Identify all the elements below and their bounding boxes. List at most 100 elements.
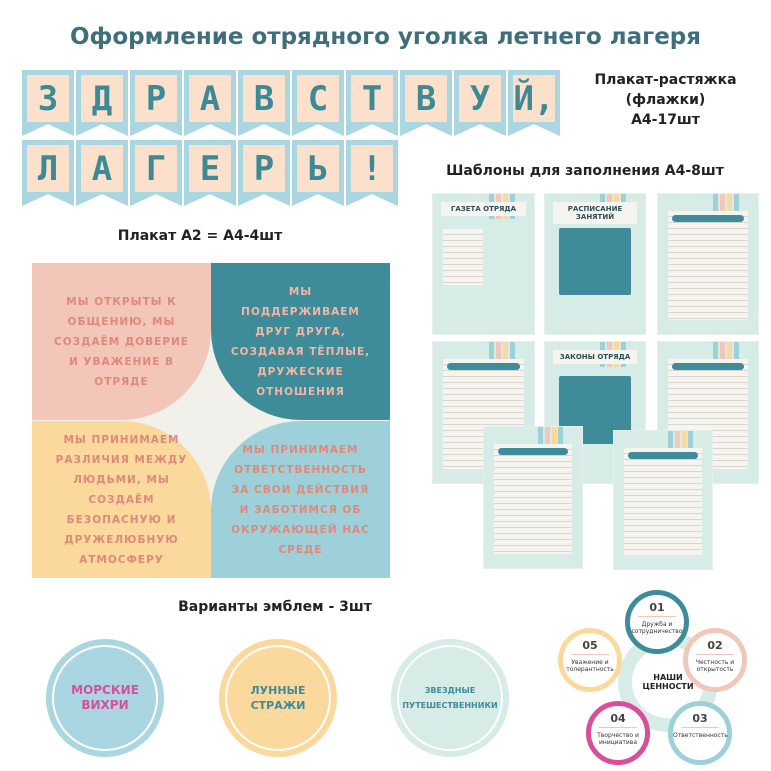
template-title: ЗАКОНЫ ОТРЯДА [553, 350, 637, 365]
banner-caption-line: Плакат-растяжка [594, 72, 737, 88]
emblems-caption: Варианты эмблем - 3шт [178, 599, 372, 615]
banner-letter: А [189, 75, 231, 122]
banner-flag: В [238, 70, 290, 136]
template-sheet [493, 443, 573, 554]
decor-stripe [734, 194, 739, 219]
banner-letter: З [27, 75, 69, 122]
template-thumbnail: ГАЗЕТА ОТРЯДА [432, 193, 535, 335]
template-header-bar [627, 451, 699, 459]
banner-flag: Й, [508, 70, 560, 136]
poster-quadrant: МЫ ПОДДЕРЖИВАЕМ ДРУГ ДРУГА, СОЗДАВАЯ ТЁП… [211, 263, 390, 420]
emblem: ЗВЕЗДНЫЕ ПУТЕШЕСТВЕННИКИ [391, 639, 509, 757]
template-thumbnail [483, 426, 583, 569]
emblem: ЛУННЫЕ СТРАЖИ [219, 639, 337, 757]
value-label: Уважение и толерантность [566, 659, 614, 673]
decor-stripe [681, 431, 687, 456]
banner-letter: Р [135, 75, 177, 122]
banner-flag: С [292, 70, 344, 136]
page-title: Оформление отрядного уголка летнего лаге… [69, 24, 702, 50]
decor-stripe [720, 342, 725, 367]
banner-flag: Л [22, 140, 74, 206]
banner-letter: Т [351, 75, 393, 122]
poster-quadrant: МЫ ОТКРЫТЫ К ОБЩЕНИЮ, МЫ СОЗДАЁМ ДОВЕРИЕ… [32, 263, 211, 420]
banner-letter: Л [27, 145, 69, 192]
poster-caption: Плакат А2 = А4-4шт [117, 228, 283, 244]
banner-caption-line: А4-17шт [631, 112, 700, 128]
decor-stripe [495, 342, 501, 367]
poster-quadrant: МЫ ПРИНИМАЕМ ОТВЕТСТВЕННОСТЬ ЗА СВОИ ДЕЙ… [211, 421, 390, 578]
banner-flag: В [400, 70, 452, 136]
decor-stripe [734, 342, 739, 367]
emblem: МОРСКИЕ ВИХРИ [46, 639, 164, 757]
value-number: 02 [696, 639, 734, 655]
banner-flag: Д [76, 70, 128, 136]
value-number: 01 [638, 601, 676, 617]
banner-caption: Плакат-растяжка (флажки) А4-17шт [578, 70, 753, 130]
decor-stripe [713, 194, 718, 219]
banner-letter: Г [135, 145, 177, 192]
template-sheet [443, 229, 484, 285]
template-thumbnail: РАСПИСАНИЕ ЗАНЯТИЙ [544, 193, 646, 335]
banner-letter: ! [351, 145, 393, 192]
decor-stripe [551, 427, 557, 452]
banner-letter: У [459, 75, 501, 122]
template-thumbnail [613, 430, 713, 570]
banner-letter: С [297, 75, 339, 122]
decor-stripe [558, 427, 564, 452]
banner-letter: А [81, 145, 123, 192]
banner-flag: ! [346, 140, 398, 206]
template-header-bar [672, 363, 744, 371]
decor-stripe [488, 342, 494, 367]
banner-letter: Д [81, 75, 123, 122]
banner-flag: Ь [292, 140, 344, 206]
value-label: Честность и открытость [695, 659, 735, 673]
decor-stripe [727, 342, 732, 367]
template-title: ГАЗЕТА ОТРЯДА [441, 202, 526, 217]
decor-stripe [720, 194, 725, 219]
banner-letter: В [243, 75, 285, 122]
poster: МЫ ОТКРЫТЫ К ОБЩЕНИЮ, МЫ СОЗДАЁМ ДОВЕРИЕ… [32, 263, 390, 578]
templates-caption: Шаблоны для заполнения А4-8шт [446, 163, 724, 179]
template-header-bar [672, 215, 744, 222]
decor-stripe [537, 427, 543, 452]
banner-flag: Г [130, 140, 182, 206]
template-title: РАСПИСАНИЕ ЗАНЯТИЙ [553, 202, 637, 225]
banner-flag: Е [184, 140, 236, 206]
decor-stripe [727, 194, 732, 219]
banner-letter: Р [243, 145, 285, 192]
banner-flag: Т [346, 70, 398, 136]
banner-letter: Ь [297, 145, 339, 192]
decor-stripe [674, 431, 680, 456]
template-header-bar [497, 448, 569, 456]
banner-flag: А [184, 70, 236, 136]
value-number: 05 [571, 639, 609, 655]
banner-letter: Е [189, 145, 231, 192]
template-panel [559, 227, 631, 295]
poster-quadrant: МЫ ПРИНИМАЕМ РАЗЛИЧИЯ МЕЖДУ ЛЮДЬМИ, МЫ С… [32, 421, 211, 578]
banner-flag: Р [238, 140, 290, 206]
template-header-bar [447, 363, 520, 371]
banner-flag: Р [130, 70, 182, 136]
template-thumbnail [657, 193, 759, 335]
banner-caption-line: (флажки) [625, 92, 706, 108]
value-number: 04 [599, 712, 637, 728]
value-label: Дружба и сотрудничество [631, 621, 683, 635]
template-sheet [623, 447, 703, 556]
decor-stripe [667, 431, 673, 456]
decor-stripe [544, 427, 550, 452]
banner-flag: У [454, 70, 506, 136]
decor-stripe [509, 342, 515, 367]
value-number: 03 [681, 712, 719, 728]
template-thumbnail [432, 341, 535, 484]
banner-letter: В [405, 75, 447, 122]
value-label: Ответственность [673, 732, 728, 739]
decor-stripe [688, 431, 694, 456]
decor-stripe [502, 342, 508, 367]
decor-stripe [713, 342, 718, 367]
template-sheet [668, 210, 748, 320]
